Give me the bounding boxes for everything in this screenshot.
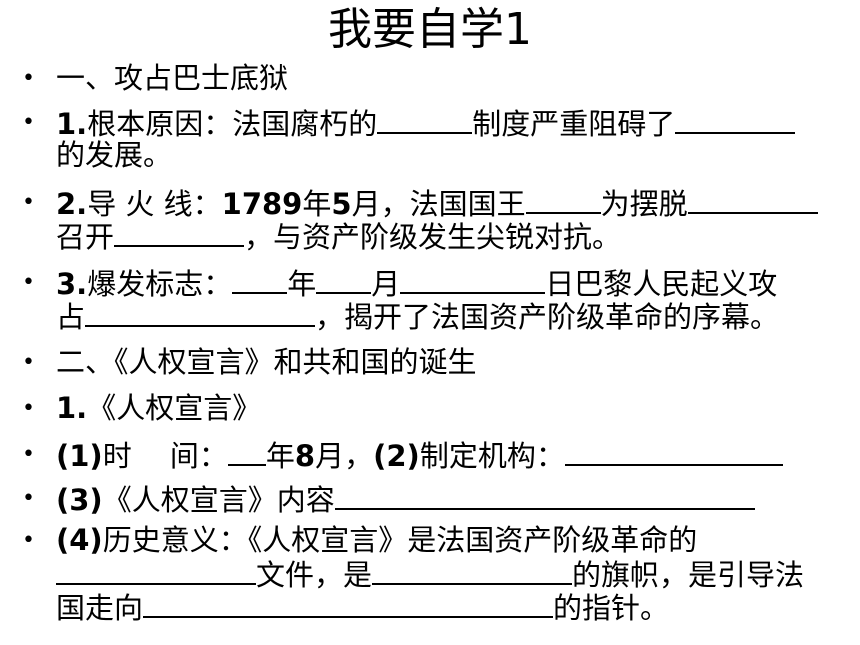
item-number: (2) (373, 439, 420, 472)
section-heading: 一、攻占巴士底狱 (56, 62, 289, 95)
list-item: • 一、攻占巴士底狱 (22, 62, 860, 95)
item-text: 制度严重阻碍了 (472, 107, 676, 141)
item-text: 时 间： (102, 439, 228, 472)
item-text: 年 (302, 187, 332, 221)
list-item: • (1)时 间： 年8月，(2)制定机构： (22, 438, 860, 471)
list-item: • 3.爆发标志： 年 月 日巴黎人民起义攻 占 ，揭开了法国资产阶级革命的序幕。 (22, 266, 860, 333)
list-item: • 1.《人权宣言》 (22, 392, 860, 425)
fill-blank (143, 590, 554, 618)
fill-blank (56, 557, 256, 585)
fill-blank (525, 186, 601, 214)
section-heading: 二、《人权宣言》和共和国的诞生 (56, 346, 477, 379)
item-number: 1. (56, 107, 88, 141)
item-text: 制定机构： (419, 439, 565, 472)
month-value: 5 (331, 187, 352, 221)
bullet-dot: • (22, 270, 35, 295)
fill-blank (232, 266, 288, 294)
list-item: • 1.根本原因：法国腐朽的 制度严重阻碍了 的发展。 (22, 106, 860, 172)
item-number: (3) (56, 483, 103, 516)
month-value: 8 (294, 439, 316, 472)
item-number: (1) (56, 439, 103, 472)
item-text: 月， (315, 439, 374, 472)
bullet-dot: • (22, 396, 35, 421)
year-value: 1789 (221, 187, 303, 221)
page-title: 我要自学1 (328, 4, 532, 55)
list-item: • 2.导 火 线：1789年5月，法国国王 为摆脱 召开 ，与资产阶级发生尖锐对抗… (22, 186, 860, 252)
item-text: 国走向 (56, 591, 144, 624)
item-text: 《人权宣言》 (87, 392, 262, 425)
fill-blank (114, 219, 245, 247)
list-item: • (3)《人权宣言》内容 (22, 482, 860, 515)
fill-blank (400, 266, 546, 294)
fill-blank (377, 106, 473, 134)
item-text: 年 (287, 267, 317, 301)
bullet-dot: • (22, 66, 35, 91)
fill-blank (316, 266, 372, 294)
fill-blank (85, 299, 316, 327)
item-text: 根本原因：法国腐朽的 (87, 107, 378, 141)
bullet-dot: • (22, 442, 35, 467)
item-text: ，与资产阶级发生尖锐对抗。 (244, 220, 622, 253)
item-text: 日巴黎人民起义攻 (545, 267, 778, 301)
item-text: ，揭开了法国资产阶级革命的序幕。 (315, 300, 780, 333)
fill-blank (372, 557, 573, 585)
item-number: 2. (56, 187, 88, 221)
item-number: 3. (56, 267, 88, 301)
fill-blank (687, 186, 818, 214)
item-text: 历史意义：《人权宣言》是法国资产阶级革命的 (102, 524, 698, 557)
item-number: (4) (56, 524, 103, 557)
bullet-dot: • (22, 350, 35, 375)
list-item: • 二、《人权宣言》和共和国的诞生 (22, 346, 860, 379)
item-text: 文件，是 (256, 558, 373, 592)
fill-blank (675, 106, 796, 134)
bullet-dot: • (22, 110, 35, 135)
item-text: 召开 (56, 220, 115, 253)
item-text: 为摆脱 (600, 187, 688, 221)
bullet-dot: • (22, 528, 35, 553)
fill-blank (564, 438, 783, 466)
item-text: 爆发标志： (87, 267, 233, 301)
bullet-dot: • (22, 486, 35, 511)
item-text: 导 火 线： (87, 187, 222, 221)
fill-blank (334, 482, 755, 510)
bullet-dot: • (22, 190, 35, 215)
item-text: 的旗帜，是引导法 (572, 558, 805, 592)
item-number: 1. (56, 392, 88, 425)
item-text: 的指针。 (553, 591, 670, 624)
list-item: • (4)历史意义：《人权宣言》是法国资产阶级革命的 文件，是的旗帜，是引导法 … (22, 524, 860, 623)
item-text: 年 (265, 439, 295, 472)
item-text: 《人权宣言》内容 (102, 483, 335, 516)
item-text: 月 (371, 267, 401, 301)
item-text: 的发展。 (56, 138, 173, 172)
fill-blank (227, 438, 266, 466)
item-text: 月，法国国王 (351, 187, 526, 221)
item-text: 占 (56, 300, 86, 333)
